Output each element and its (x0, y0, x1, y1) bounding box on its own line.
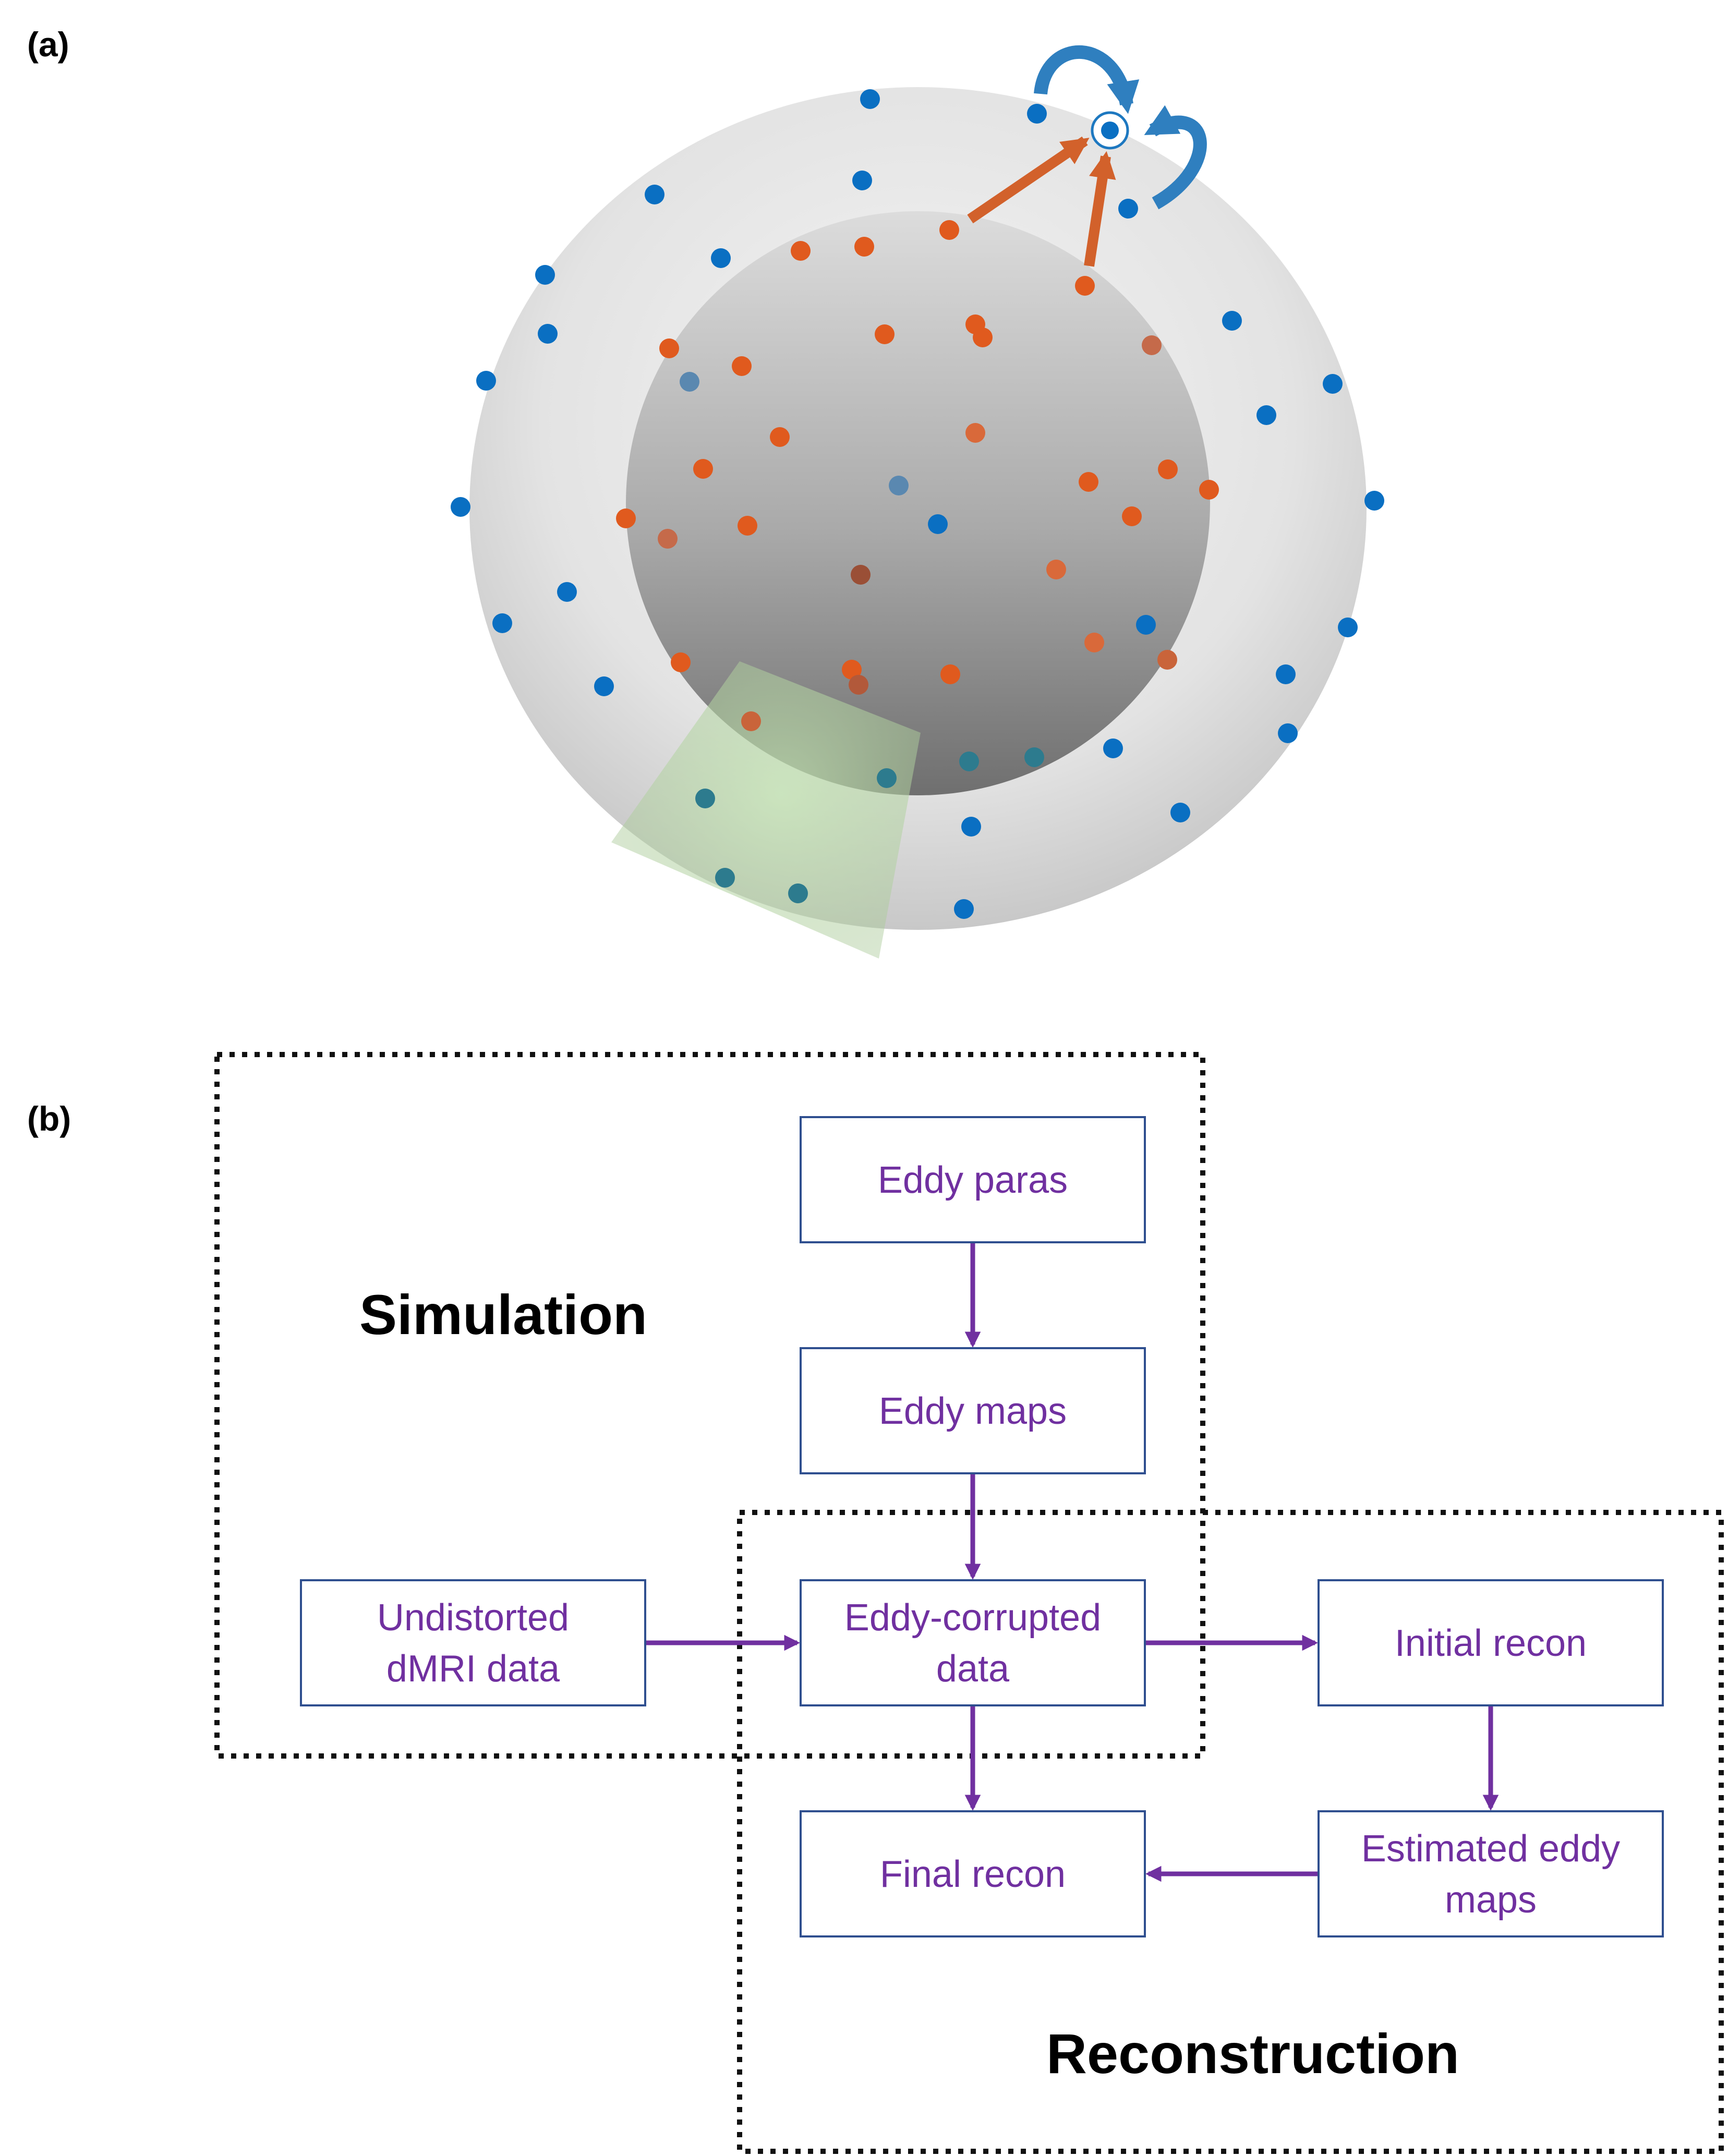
curved-arrow-2 (1144, 105, 1207, 210)
outer-point (1136, 615, 1156, 635)
inner-sphere-points (616, 220, 1219, 903)
inner-point (1122, 506, 1142, 526)
box-initial-recon: Initial recon (1318, 1579, 1664, 1706)
inner-point (659, 338, 679, 358)
outer-point (954, 899, 974, 919)
inner-point (939, 220, 959, 240)
inner-point (849, 675, 868, 695)
panel-a-label: (a) (27, 25, 69, 64)
green-neighborhood-patch (611, 661, 921, 959)
flow-arrows (645, 1242, 1499, 1882)
inner-point (889, 476, 909, 495)
inner-point (1199, 480, 1219, 500)
inner-point (1079, 472, 1098, 492)
outer-point (451, 497, 470, 517)
outer-point (538, 324, 558, 344)
inner-point (693, 459, 713, 479)
inner-point (680, 372, 699, 392)
box-label-line: Undistorted (377, 1597, 569, 1639)
inner-point (1084, 633, 1104, 652)
panel-b-label: (b) (27, 1099, 71, 1138)
outer-point (1278, 723, 1298, 743)
inner-point (1142, 335, 1162, 355)
outer-point (594, 676, 614, 696)
outer-shell-points (451, 89, 1384, 919)
inner-point (791, 241, 811, 261)
inner-point (695, 789, 715, 808)
reconstruction-region (737, 1510, 1724, 2154)
box-label-line: Eddy paras (878, 1159, 1068, 1201)
box-label-line: Final recon (880, 1854, 1066, 1895)
inner-point (965, 423, 985, 443)
inner-point (732, 356, 752, 376)
simulation-region (214, 1052, 1205, 1759)
box-label-line: dMRI data (386, 1648, 560, 1690)
neighbor-arrow-1 (967, 136, 1090, 224)
outer-point (852, 171, 872, 190)
curved-arrow-1 (1034, 45, 1140, 114)
outer-point (492, 613, 512, 633)
inner-point (1024, 747, 1044, 767)
inner-point (851, 565, 871, 585)
inner-point (738, 516, 757, 536)
box-undistorted: Undistorted dMRI data (300, 1579, 646, 1706)
inner-point (671, 652, 691, 672)
inner-point (940, 664, 960, 684)
box-label-line: Eddy maps (879, 1390, 1067, 1432)
outer-point (1338, 617, 1358, 637)
box-final-recon: Final recon (800, 1810, 1146, 1937)
inner-point (658, 529, 678, 549)
outer-point (928, 514, 948, 534)
inner-sphere (626, 211, 1210, 795)
box-label-line: Initial recon (1395, 1622, 1587, 1664)
inner-point (616, 508, 636, 528)
outer-point (1103, 738, 1123, 758)
inner-point (959, 752, 979, 771)
inner-point (1075, 276, 1095, 296)
simulation-label: Simulation (359, 1283, 647, 1346)
inner-point (842, 660, 862, 680)
reconstruction-label: Reconstruction (1046, 2022, 1459, 2085)
inner-point (715, 868, 735, 888)
box-label-line: maps (1445, 1879, 1537, 1921)
outer-point (961, 817, 981, 837)
outer-point (1276, 664, 1296, 684)
inner-point (741, 711, 761, 731)
box-label-line: data (936, 1648, 1010, 1690)
box-eddy-maps: Eddy maps (800, 1347, 1146, 1474)
target-point (1091, 111, 1129, 150)
outer-point (1027, 104, 1047, 124)
outer-point (860, 89, 880, 109)
outer-point (1118, 199, 1138, 219)
inner-point (875, 324, 895, 344)
box-label-line: Eddy-corrupted (844, 1597, 1101, 1639)
inner-point (877, 768, 897, 788)
outer-point (1364, 491, 1384, 511)
inner-point (1046, 560, 1066, 579)
inner-point (854, 237, 874, 257)
inner-point (788, 883, 808, 903)
box-estimated-maps: Estimated eddy maps (1318, 1810, 1664, 1937)
inner-point (1158, 459, 1178, 479)
outer-point (711, 248, 731, 268)
outer-point (1323, 374, 1343, 394)
box-label-line: Estimated eddy (1361, 1828, 1620, 1870)
outer-point (645, 185, 664, 204)
inner-point (973, 328, 993, 347)
outer-point (535, 265, 555, 285)
neighbor-arrow-2 (1084, 151, 1116, 267)
outer-point (1222, 311, 1242, 331)
outer-point (557, 582, 577, 602)
outer-point (1170, 803, 1190, 822)
outer-point (1256, 405, 1276, 425)
outer-point (476, 371, 496, 391)
inner-point (770, 427, 790, 447)
q-space-sphere-diagram (451, 45, 1384, 959)
box-eddy-paras: Eddy paras (800, 1116, 1146, 1243)
inner-point (1157, 650, 1177, 670)
box-eddy-corrupted: Eddy-corrupted data (800, 1579, 1146, 1706)
